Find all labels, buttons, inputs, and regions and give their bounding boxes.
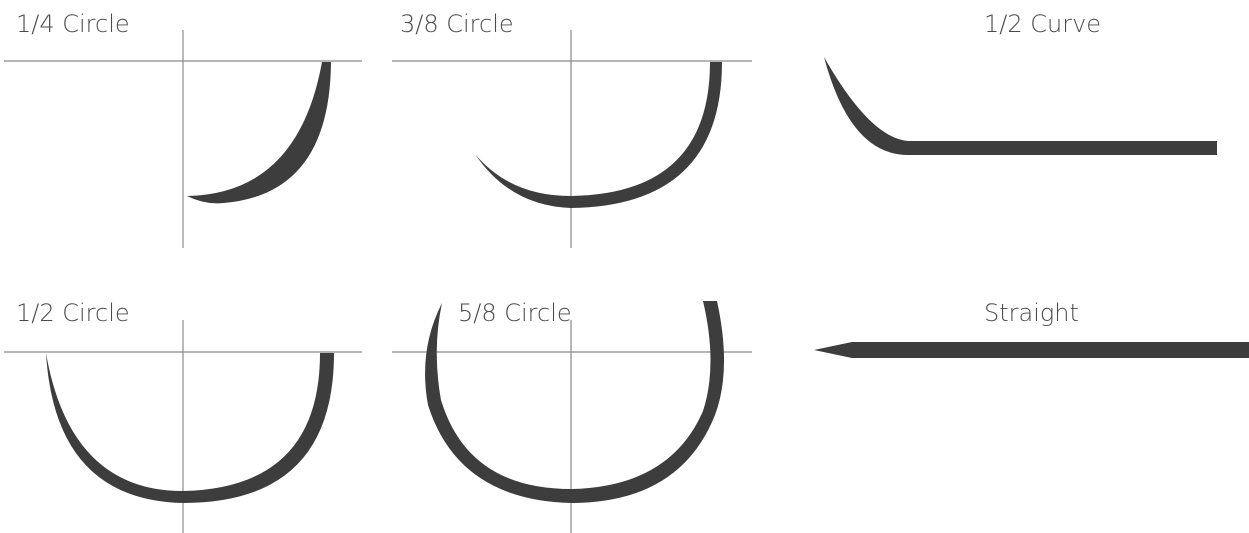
half-curve-panel: 1/2 Curve — [824, 10, 1217, 155]
half-circle-needle — [46, 353, 334, 503]
half-circle-label: 1/2 Circle — [16, 299, 130, 327]
quarter-circle-needle — [187, 62, 331, 203]
straight-label: Straight — [984, 299, 1079, 327]
three-eighths-circle-needle — [475, 62, 722, 208]
five-eighths-circle-label: 5/8 Circle — [458, 299, 572, 327]
three-eighths-circle-panel: 3/8 Circle — [392, 10, 752, 248]
three-eighths-circle-label: 3/8 Circle — [400, 10, 514, 38]
straight-panel: Straight — [814, 299, 1249, 358]
half-curve-needle — [824, 57, 1217, 155]
half-curve-label: 1/2 Curve — [984, 10, 1101, 38]
quarter-circle-panel: 1/4 Circle — [4, 10, 362, 248]
quarter-circle-label: 1/4 Circle — [16, 10, 130, 38]
half-circle-panel: 1/2 Circle — [4, 299, 362, 533]
five-eighths-circle-needle — [425, 301, 724, 503]
five-eighths-circle-panel: 5/8 Circle — [392, 299, 752, 533]
straight-needle — [814, 342, 1249, 358]
